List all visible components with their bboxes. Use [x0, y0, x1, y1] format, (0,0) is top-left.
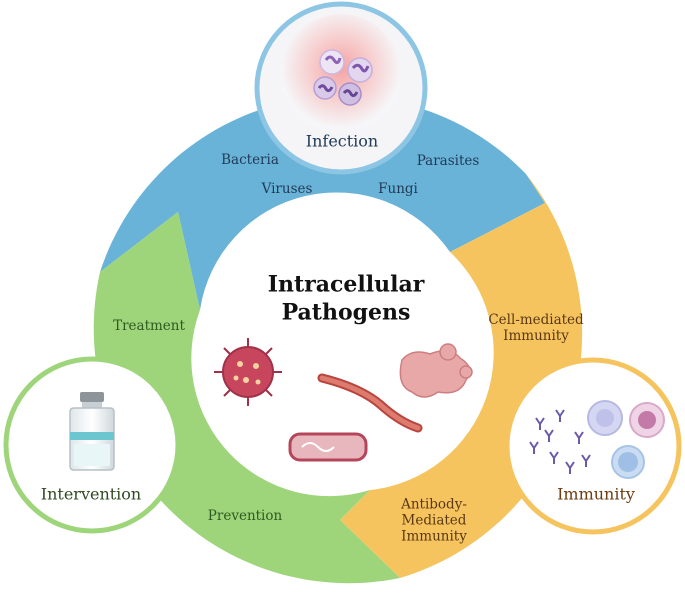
pathogen-label-parasites: Parasites [416, 152, 480, 169]
neutrophil-icon [313, 49, 373, 106]
segment-green [93, 212, 400, 584]
vaccine-vial-icon [69, 392, 115, 471]
antibody-mediated-immunity-label: Antibody- Mediated Immunity [401, 496, 467, 546]
immunity-node[interactable] [504, 357, 682, 535]
immune-cell-icon [587, 400, 665, 479]
center-title: Intracellular Pathogens [267, 271, 425, 326]
pathogen-label-viruses: Viruses [261, 180, 313, 197]
intervention-node[interactable] [3, 356, 181, 534]
cell-mediated-immunity-label: Cell-mediated Immunity [488, 311, 584, 344]
antibody-icon [529, 409, 591, 474]
bacterium-icon [288, 432, 368, 462]
bacillus-icon [317, 373, 423, 433]
parasite-icon [399, 343, 473, 398]
segment-blue [100, 96, 545, 310]
pathogen-label-bacteria: Bacteria [221, 151, 279, 168]
prevention-label: Prevention [207, 507, 283, 524]
treatment-label: Treatment [113, 317, 185, 334]
virus-icon [214, 338, 282, 406]
infection-node[interactable] [254, 1, 428, 175]
intervention-label: Intervention [40, 484, 142, 504]
infection-label: Infection [305, 131, 379, 151]
pathogen-label-fungi: Fungi [378, 180, 418, 197]
immunity-label: Immunity [557, 484, 635, 504]
